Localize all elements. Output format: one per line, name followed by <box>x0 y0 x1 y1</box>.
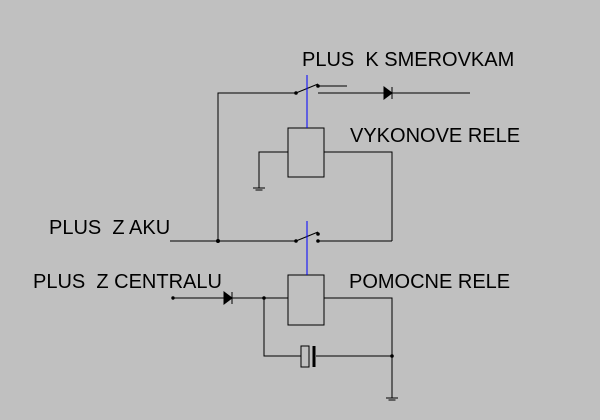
pomocne-rele-return-wire <box>324 297 393 398</box>
label-pomocne-rele: POMOCNE RELE <box>349 271 511 293</box>
pomocne-rele-coil <box>287 274 325 326</box>
vykonove-rele-coil <box>287 127 325 178</box>
input-diode <box>223 291 233 305</box>
label-plus-z-aku: PLUS Z AKU <box>49 217 171 239</box>
output-diode <box>383 86 393 100</box>
ground-upper <box>253 187 265 191</box>
capacitor-left-wire <box>263 298 301 357</box>
label-vykonove-rele: VYKONOVE RELE <box>350 125 521 147</box>
ground-lower <box>386 397 398 401</box>
label-plus-k-smerovkam: PLUS K SMEROVKAM <box>302 49 515 71</box>
vykonove-rele-ground-wire <box>258 151 288 188</box>
aku-vertical-bus <box>217 92 295 241</box>
label-plus-z-centralu: PLUS Z CENTRALU <box>33 271 222 293</box>
vykonove-rele-return-wire <box>324 151 393 241</box>
timing-capacitor <box>300 345 316 368</box>
